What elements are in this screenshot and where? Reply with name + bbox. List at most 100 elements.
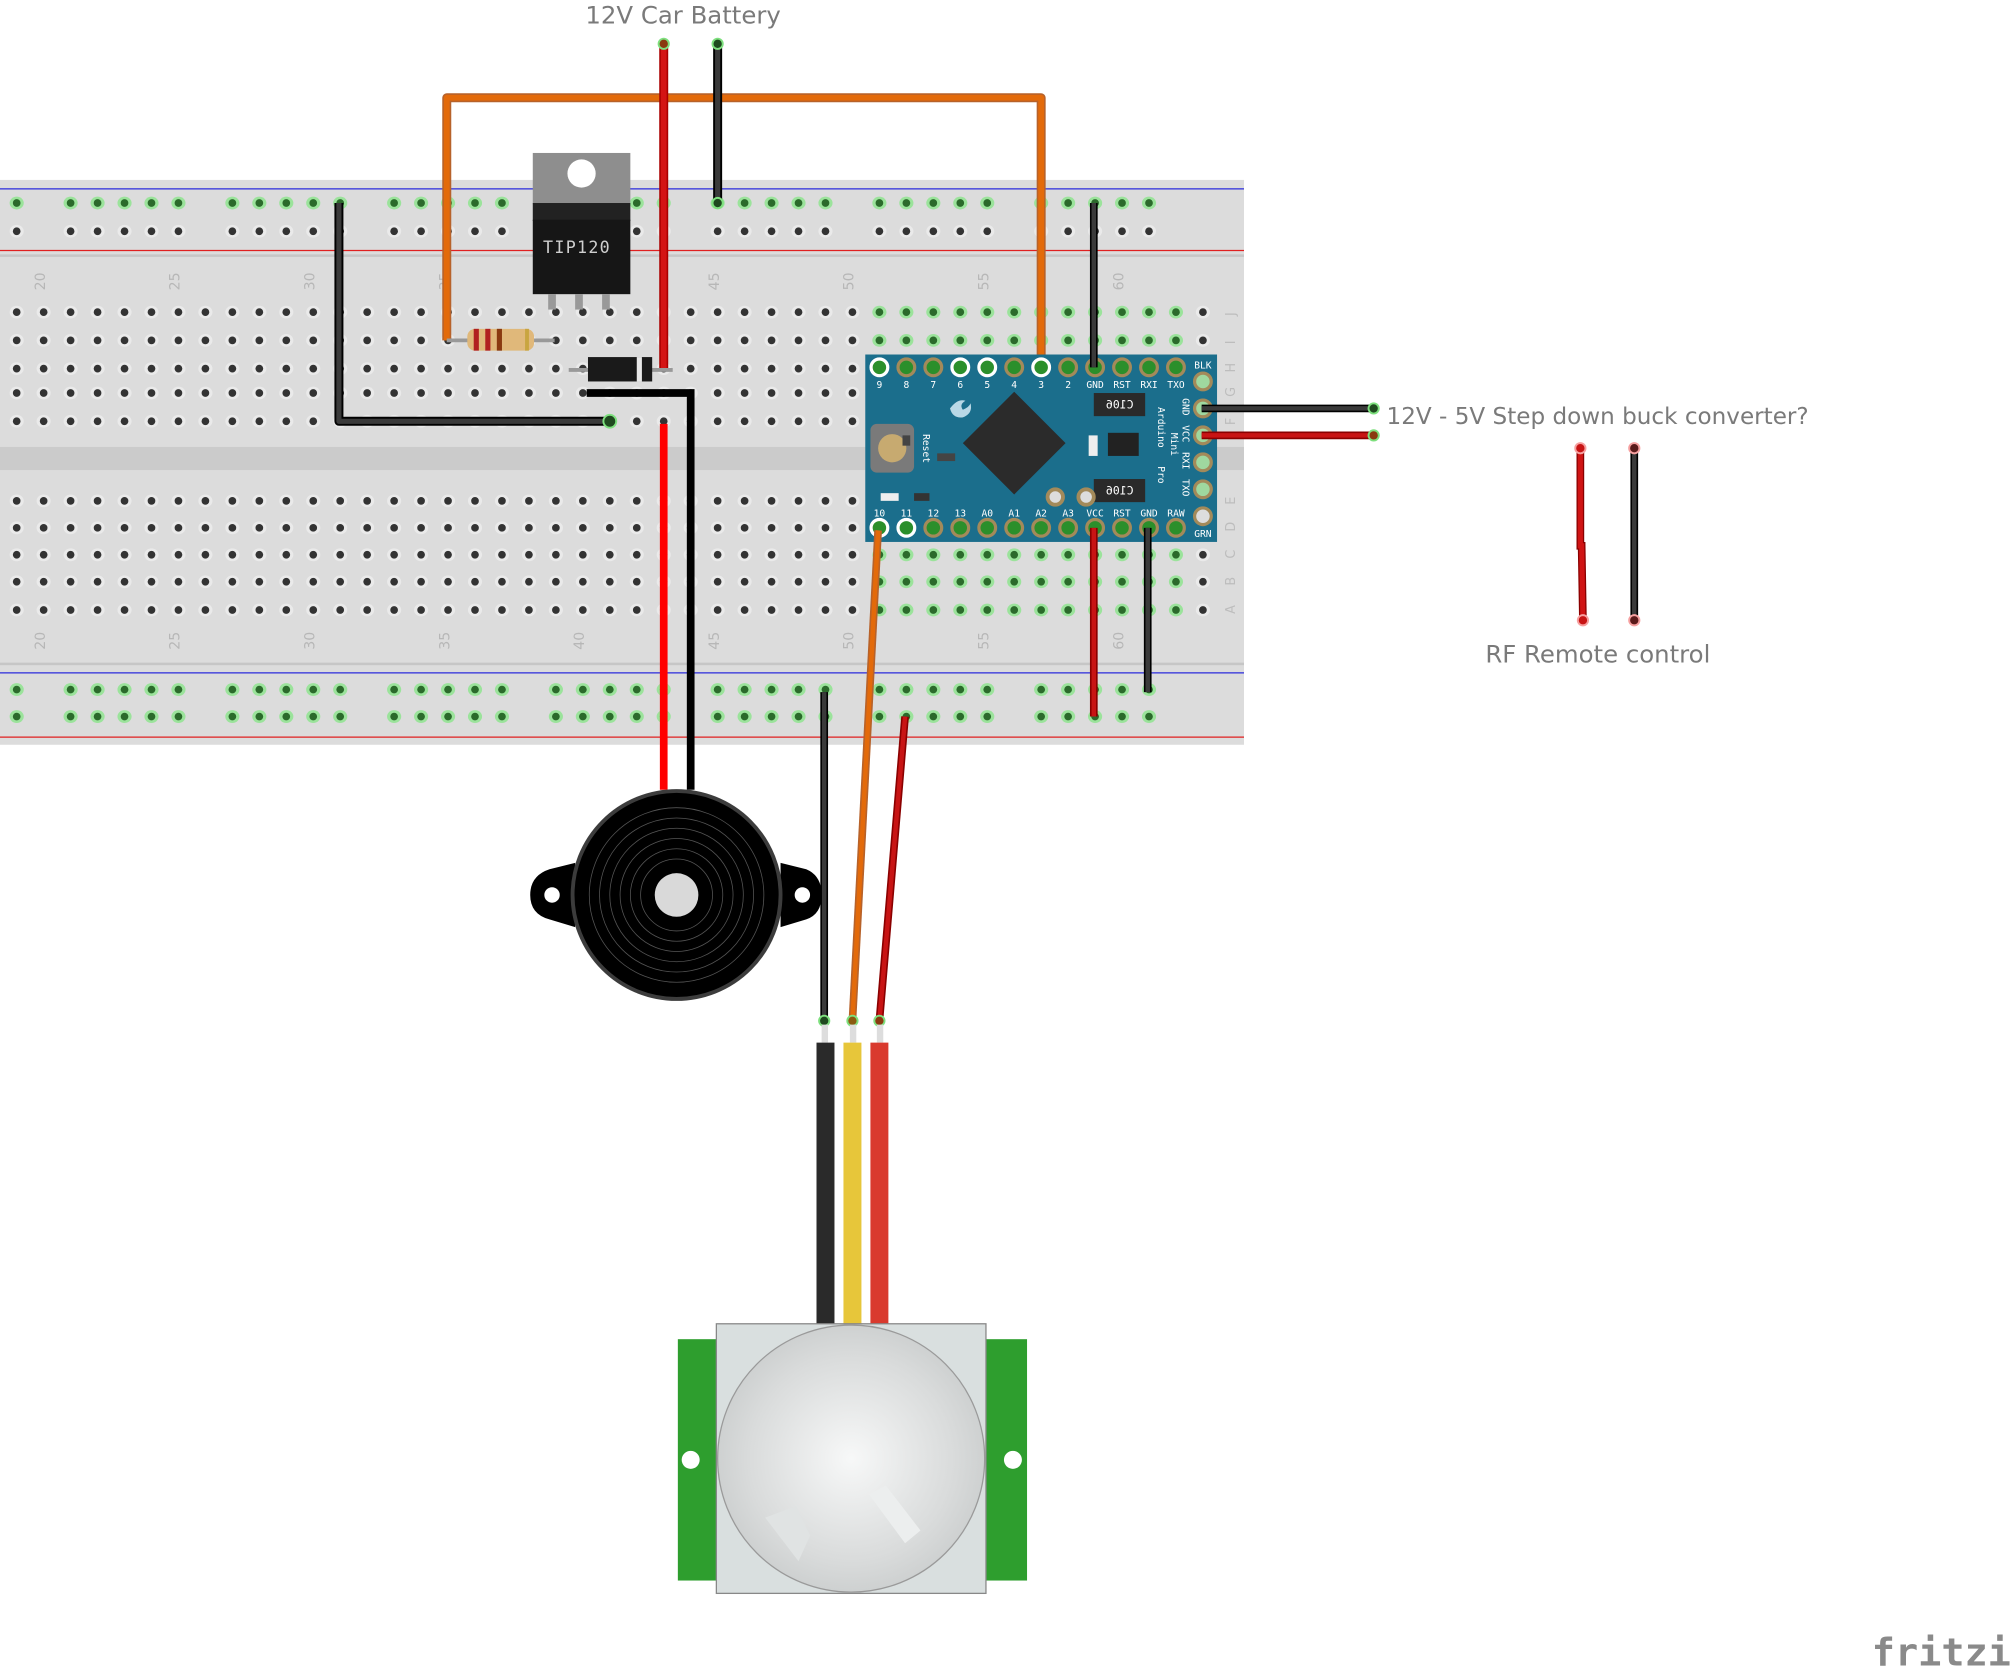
breadboard-hole-center [363, 389, 372, 397]
breadboard-hole-center [93, 364, 102, 373]
breadboard-hole-center [201, 308, 210, 316]
resistor[interactable] [446, 328, 555, 351]
breadboard-hole-center [929, 685, 938, 694]
arduino-pin[interactable] [977, 357, 998, 378]
breadboard-hole-center [740, 308, 749, 316]
breadboard-hole-center [1145, 199, 1153, 207]
arduino-pin[interactable] [896, 357, 917, 378]
arduino-pin-label: 8 [903, 380, 909, 391]
breadboard-hole-center [39, 523, 48, 532]
breadboard-hole-center [201, 336, 210, 345]
arduino-pin[interactable] [950, 357, 971, 378]
arduino-pin[interactable] [1192, 452, 1213, 473]
breadboard-hole-center [794, 336, 803, 345]
breadboard-hole-center [471, 606, 479, 614]
column-number: 45 [707, 272, 723, 290]
breadboard-hole-center [929, 577, 938, 586]
arduino-pin[interactable] [1058, 357, 1079, 378]
breadboard-hole-center [740, 364, 749, 373]
breadboard-hole-center [552, 308, 560, 316]
breadboard-hole-center [417, 712, 425, 721]
breadboard-hole-center [525, 606, 533, 614]
breadboard-hole-center [767, 199, 776, 207]
breadboard-hole-center [525, 308, 533, 316]
breadboard-hole-center [848, 497, 857, 505]
arduino-pin-label: 9 [877, 380, 883, 391]
breadboard-hole-center [309, 417, 318, 426]
wire-buzzer-black[interactable] [586, 389, 695, 790]
breadboard-hole-center [201, 497, 210, 505]
breadboard-hole-center [282, 712, 291, 721]
breadboard-hole-center [93, 389, 102, 397]
row-letter: J [1224, 312, 1239, 317]
breadboard-hole-center [632, 685, 641, 694]
battery-label: 12V Car Battery [585, 0, 780, 29]
breadboard-hole-center [309, 336, 318, 345]
breadboard-hole-center [767, 389, 776, 397]
diode[interactable] [568, 357, 673, 382]
arduino-pin[interactable] [977, 517, 998, 538]
breadboard-hole-center [93, 227, 102, 236]
breadboard-hole-center [363, 550, 372, 559]
breadboard-hole-center [309, 550, 318, 559]
arduino-pin[interactable] [1031, 357, 1052, 378]
arduino-pin[interactable] [1058, 517, 1079, 538]
breadboard-hole-center [498, 712, 506, 721]
breadboard-hole-center [66, 389, 75, 397]
pir-sensor[interactable] [677, 1042, 1028, 1595]
breadboard-hole-center [794, 199, 803, 207]
arduino-pin[interactable] [923, 357, 944, 378]
breadboard-hole-center [929, 606, 938, 614]
breadboard-hole-center [120, 606, 129, 614]
column-number: 25 [168, 632, 184, 650]
breadboard-hole-center [147, 523, 156, 532]
breadboard-hole-center [39, 364, 48, 373]
breadboard-hole-center [1118, 550, 1126, 559]
arduino-pin[interactable] [1139, 357, 1159, 378]
arduino-pin[interactable] [1192, 506, 1213, 527]
arduino-pin[interactable] [869, 357, 890, 378]
breadboard-hole-center [740, 227, 749, 236]
arduino-pin[interactable] [1166, 357, 1186, 378]
arduino-pin[interactable] [1112, 517, 1132, 538]
breadboard-hole-center [12, 227, 21, 236]
row-letter: D [1224, 522, 1239, 532]
breadboard-hole-center [120, 364, 129, 373]
breadboard-hole-center [66, 577, 75, 586]
arduino-pin[interactable] [923, 517, 944, 538]
breadboard-hole-center [147, 497, 156, 505]
column-number: 50 [842, 272, 858, 290]
arduino-pin[interactable] [1004, 357, 1025, 378]
arduino-pin[interactable] [950, 517, 971, 538]
breadboard-hole-center [282, 199, 291, 207]
breadboard-hole-center [282, 606, 291, 614]
breadboard-hole-center [1118, 227, 1126, 236]
breadboard-hole-center [956, 227, 965, 236]
arduino-pin[interactable] [1192, 479, 1213, 500]
pir-dome [717, 1324, 986, 1593]
arduino-pin[interactable] [1166, 517, 1186, 538]
breadboard-hole-center [309, 308, 318, 316]
breadboard-hole-center [363, 336, 372, 345]
breadboard-hole-center [201, 417, 210, 426]
column-number: 60 [1111, 632, 1127, 650]
arduino-pin[interactable] [1112, 357, 1132, 378]
transistor-tip120[interactable]: TIP120 [532, 152, 631, 310]
arduino-name-1: Arduino [1155, 407, 1166, 448]
piezo-buzzer[interactable] [530, 789, 822, 1001]
breadboard-hole-center [578, 606, 587, 614]
breadboard-hole-center [66, 712, 75, 721]
arduino-pin[interactable] [896, 517, 917, 538]
breadboard-hole-center [875, 308, 884, 316]
breadboard-hole-center [12, 550, 21, 559]
breadboard-hole-center [821, 417, 830, 426]
arduino-pin[interactable] [1192, 371, 1213, 392]
arduino-pin-label: 10 [874, 508, 886, 519]
arduino-pin[interactable] [1031, 517, 1052, 538]
breadboard-hole-center [983, 577, 992, 586]
breadboard-hole-center [66, 336, 75, 345]
arduino-pin[interactable] [1004, 517, 1025, 538]
breadboard-hole-center [228, 523, 237, 532]
breadboard-hole-center [336, 685, 345, 694]
